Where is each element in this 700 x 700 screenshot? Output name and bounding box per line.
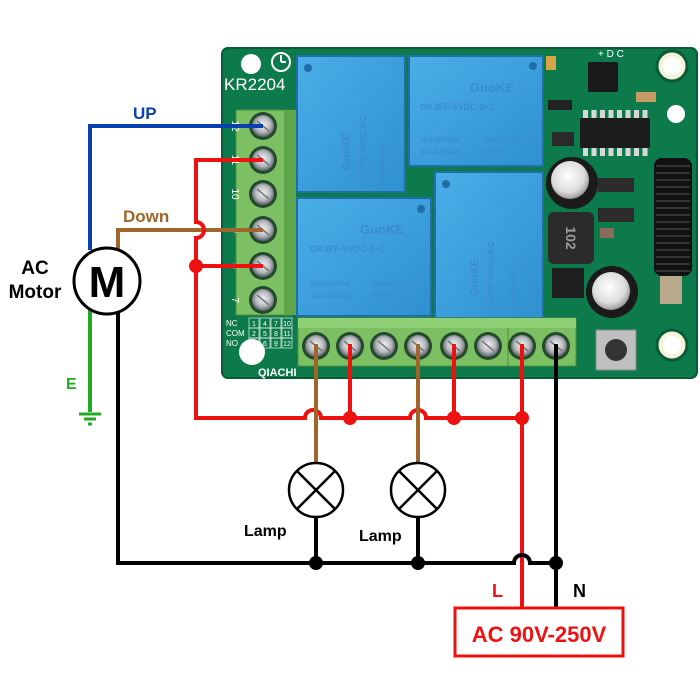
- board-maker: QIACHI: [258, 367, 297, 379]
- relay-1-rating: 10A/250VAC: [379, 143, 386, 184]
- down-wire: [116, 228, 263, 250]
- relay-4-model: GK3FF-5VDC-S-C: [487, 241, 496, 308]
- relay-3-rating-2: 10A/30VDC: [372, 281, 409, 288]
- capacitor-top: [546, 157, 598, 209]
- relay-1-model: GK3FF-5VDC-S-C: [359, 115, 368, 182]
- junction-dot: [515, 411, 529, 425]
- relay-2-rating-2: 10A/30VDC: [482, 137, 519, 144]
- up-wire: [88, 124, 263, 250]
- relay-1-brand: GuoKE: [341, 133, 353, 170]
- lamp1-label: Lamp: [244, 523, 287, 540]
- legend-cell: 10: [283, 321, 291, 328]
- legend-row-label: NC: [226, 319, 238, 328]
- legend-cell: 11: [283, 331, 290, 338]
- board-model: KR2204: [224, 75, 285, 94]
- terminal-number: 7: [229, 297, 240, 303]
- motor-label-line2: Motor: [9, 282, 62, 303]
- lamp2-label: Lamp: [359, 528, 402, 545]
- relay-4-brand: GuoKE: [469, 259, 481, 296]
- relay-3: GuoKE GK3FF-5VDC-S-C 10A/250VAC 10A/30VD…: [296, 197, 432, 317]
- live-label: L: [492, 581, 503, 601]
- up-label: UP: [133, 104, 157, 123]
- motor-symbol: M: [89, 258, 126, 307]
- relay-3-rating-1: 10A/250VAC: [310, 281, 351, 288]
- relay-2-rating-3: 12A/125VAC: [420, 149, 461, 156]
- neutral-label: N: [573, 581, 586, 601]
- down-label: Down: [123, 207, 169, 226]
- relay-4: GuoKE GK3FF-5VDC-S-C 10A/250VAC: [434, 171, 544, 319]
- junction-dot: [549, 556, 563, 570]
- ground-symbol-icon: [79, 412, 101, 426]
- mounting-hole-icon: [241, 54, 261, 74]
- neutral-wire: [116, 310, 558, 608]
- junction-dot: [189, 259, 203, 273]
- legend-row-label: COM: [226, 329, 245, 338]
- wires: [88, 124, 558, 608]
- legend-cell: 12: [283, 341, 291, 348]
- legend-cell: 9: [274, 341, 278, 348]
- antenna-coil: [654, 158, 692, 304]
- earth-label: E: [66, 376, 77, 393]
- junction-dot: [411, 556, 425, 570]
- relay-2-brand: GuoKE: [470, 80, 514, 95]
- legend-cell: 8: [274, 331, 278, 338]
- relay-2-rating-4: 28VDC: [482, 149, 505, 156]
- mounting-hole-icon: [239, 339, 265, 365]
- legend-cell: 1: [252, 321, 256, 328]
- relay-3-brand: GuoKE: [360, 222, 404, 237]
- ic-chip-decoder: [580, 110, 650, 156]
- power-supply-box: AC 90V-250V: [453, 606, 625, 658]
- ic-chip-small: [588, 62, 618, 92]
- smd-component: [546, 56, 556, 70]
- junctions: [189, 259, 563, 570]
- supply-label: AC 90V-250V: [472, 622, 607, 647]
- clock-icon: [271, 52, 291, 72]
- legend-cell: 3: [252, 341, 256, 348]
- legend-cell: 6: [263, 341, 267, 348]
- inductor-code: 102: [563, 226, 579, 250]
- motor-label-line1: AC: [21, 258, 49, 279]
- relay-1: GuoKE GK3FF-5VDC-S-C 10A/250VAC: [296, 55, 406, 193]
- lamp-cross-icon: [389, 461, 447, 519]
- relay-4-rating: 10A/250VAC: [511, 269, 518, 310]
- junction-dot: [343, 411, 357, 425]
- lamp-cross-icon: [287, 461, 345, 519]
- terminal-screw[interactable]: [249, 286, 277, 314]
- learn-button[interactable]: [595, 329, 637, 371]
- junction-dot: [309, 556, 323, 570]
- relay-3-rating-4: 28VDC: [372, 293, 395, 300]
- legend-cell: 7: [274, 321, 278, 328]
- motor-circle-icon: M: [72, 246, 142, 316]
- capacitor-bottom: [586, 266, 638, 318]
- terminal-screw[interactable]: [370, 332, 398, 360]
- relay-2-rating-1: 10A/250VAC: [420, 137, 461, 144]
- relay-3-model: GK3FF-5VDC-S-C: [310, 244, 386, 254]
- inductor: 102: [548, 212, 594, 264]
- terminal-number: 10: [229, 188, 240, 200]
- legend-cell: 5: [263, 331, 267, 338]
- bottom-terminal-block: [297, 317, 577, 367]
- junction-dot: [447, 411, 461, 425]
- terminal-screw[interactable]: [249, 180, 277, 208]
- header-pins-label: + D C: [598, 49, 624, 60]
- relay-2: GuoKE GK3FF-5VDC-S-C 10A/250VAC 10A/30VD…: [408, 55, 544, 167]
- legend-cell: 2: [252, 331, 256, 338]
- legend-cell: 4: [263, 321, 267, 328]
- terminal-screw[interactable]: [474, 332, 502, 360]
- legend-row-label: NO: [226, 339, 238, 348]
- relay-2-model: GK3FF-5VDC-S-C: [420, 102, 496, 112]
- relay-3-rating-3: 12A/125VAC: [310, 293, 351, 300]
